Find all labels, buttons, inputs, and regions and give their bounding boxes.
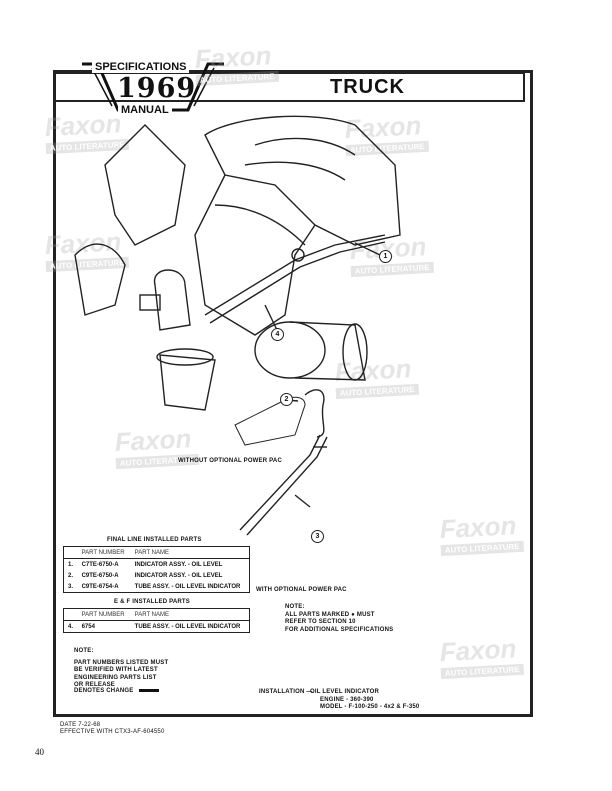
header-top-rule — [53, 70, 533, 73]
column-header: PART NAME — [130, 546, 250, 559]
note-power-pac: NOTE: ALL PARTS MARKED ● MUST REFER TO S… — [285, 604, 394, 633]
installation-details: OIL LEVEL INDICATOR ENGINE - 360-390 MOD… — [310, 689, 420, 710]
installation-label: INSTALLATION — — [259, 689, 313, 695]
note-part-numbers: NOTE: PART NUMBERS LISTED MUST BE VERIFI… — [74, 648, 169, 688]
page-number: 40 — [35, 747, 44, 757]
column-header: PART NUMBER — [77, 546, 131, 559]
logo-year: 1969 — [117, 73, 197, 104]
final-line-parts-title: FINAL LINE INSTALLED PARTS — [107, 537, 202, 543]
callout-3: 3 — [311, 530, 324, 543]
header-box — [53, 72, 525, 102]
logo-specifications-text: SPECIFICATIONS — [92, 61, 190, 73]
denotes-change-legend: DENOTES CHANGE — [74, 688, 160, 696]
logo-manual-text: MANUAL — [118, 104, 172, 116]
page-frame — [53, 72, 533, 717]
callout-4: 4 — [271, 328, 284, 341]
change-line-marker — [139, 688, 160, 692]
column-header: PART NAME — [130, 608, 250, 621]
engine-dipstick-illustration — [74, 115, 401, 536]
column-header: PART NUMBER — [77, 608, 131, 621]
callout-2: 2 — [280, 393, 293, 406]
ef-parts-title: E & F INSTALLED PARTS — [114, 599, 190, 605]
footer-date: DATE 7-22-68 — [60, 722, 101, 728]
footer-effective: EFFECTIVE WITH CTX3-AF-604550 — [60, 729, 165, 735]
caption-without-power-pac: WITHOUT OPTIONAL POWER PAC — [178, 458, 282, 464]
caption-with-power-pac: WITH OPTIONAL POWER PAC — [256, 587, 347, 593]
page-title: TRUCK — [330, 76, 405, 98]
callout-1: 1 — [379, 250, 392, 263]
